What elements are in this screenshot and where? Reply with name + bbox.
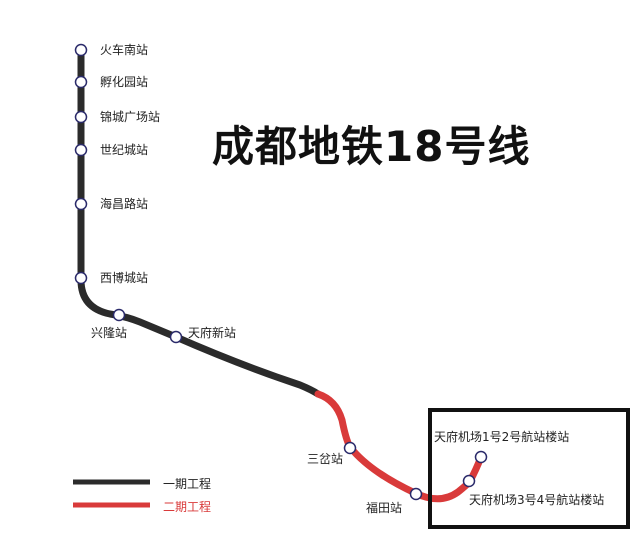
station-label-sancha[interactable]: 三岔站 (307, 452, 344, 466)
station-label-xibocheng[interactable]: 西博城站 (100, 271, 149, 285)
station-label-shijicheng[interactable]: 世纪城站 (100, 143, 149, 157)
station-label-futian[interactable]: 福田站 (366, 501, 403, 515)
station-marker-futian[interactable] (409, 487, 423, 501)
station-label-jinchengguangchang[interactable]: 锦城广场站 (100, 110, 161, 124)
legend-phase2-label: 二期工程 (163, 500, 212, 514)
phase1-line (77, 46, 322, 398)
station-marker-jinchengguangchang[interactable] (74, 110, 88, 124)
station-marker-shijicheng[interactable] (74, 143, 88, 157)
airport-highlight-box (428, 408, 630, 529)
station-label-huochenan[interactable]: 火车南站 (100, 43, 149, 57)
station-label-haichanglu[interactable]: 海昌路站 (100, 197, 149, 211)
station-marker-tianfuxin[interactable] (169, 330, 183, 344)
legend-phase1-label: 一期工程 (163, 477, 212, 491)
station-label-tianfuxin[interactable]: 天府新站 (188, 326, 237, 340)
station-label-xinglong[interactable]: 兴隆站 (91, 326, 128, 340)
station-marker-xinglong[interactable] (112, 308, 126, 322)
station-marker-airport-t34[interactable] (462, 474, 476, 488)
station-marker-sancha[interactable] (343, 441, 357, 455)
station-marker-airport-t12[interactable] (474, 450, 488, 464)
station-label-fuhuayuan[interactable]: 孵化园站 (100, 75, 149, 89)
map-title: 成都地铁18号线 (212, 122, 531, 171)
station-marker-huochenan[interactable] (74, 43, 88, 57)
station-marker-xibocheng[interactable] (74, 271, 88, 285)
station-label-airport-t12[interactable]: 天府机场1号2号航站楼站 (434, 430, 570, 444)
station-label-airport-t34[interactable]: 天府机场3号4号航站楼站 (469, 493, 605, 507)
station-marker-haichanglu[interactable] (74, 197, 88, 211)
station-marker-fuhuayuan[interactable] (74, 75, 88, 89)
